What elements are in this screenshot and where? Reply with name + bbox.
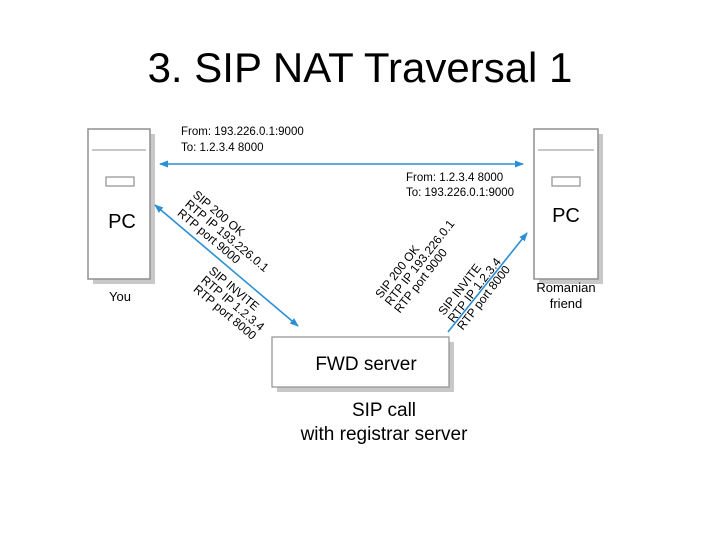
top-msg-lower-line1: From: 1.2.3.4 8000 — [406, 172, 503, 184]
left-pc: PC — [87, 128, 155, 284]
right-pc: PC — [533, 128, 603, 284]
right-pc-caption-line1: Romanian — [536, 280, 595, 295]
caption-line1: SIP call — [352, 400, 416, 421]
right-pc-label: PC — [552, 205, 580, 227]
top-msg-lower-line2: To: 193.226.0.1:9000 — [406, 187, 514, 199]
drive-slot-icon — [551, 176, 581, 187]
left-pc-caption: You — [109, 289, 131, 304]
left-ok-line2: RTP IP 193.226.0.1 — [182, 197, 271, 275]
top-msg-upper-line1: From: 193.226.0.1:9000 — [181, 126, 304, 138]
right-sip-arrow — [447, 232, 528, 333]
right-pc-caption-line2: friend — [550, 296, 583, 311]
slide-title: 3. SIP NAT Traversal 1 — [147, 44, 573, 91]
caption-line2: with registrar server — [300, 424, 468, 445]
server-label: FWD server — [315, 354, 417, 375]
drive-slot-icon — [105, 176, 135, 187]
left-sip-double-arrow — [154, 204, 299, 327]
top-msg-upper-line2: To: 1.2.3.4 8000 — [181, 142, 263, 154]
fwd-server: FWD server — [271, 336, 454, 392]
left-pc-label: PC — [108, 211, 136, 233]
